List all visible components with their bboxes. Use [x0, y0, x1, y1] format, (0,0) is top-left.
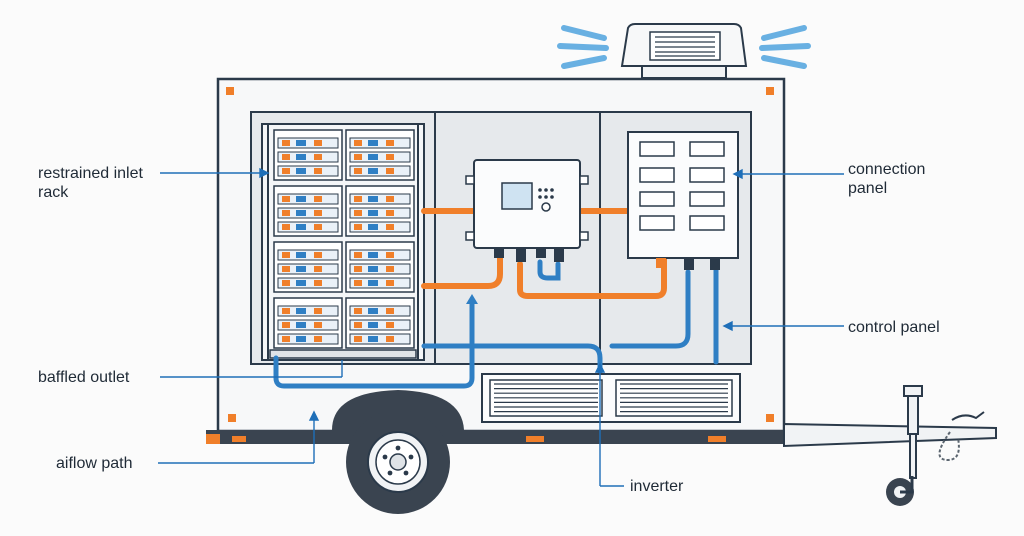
callout-lines — [158, 167, 844, 487]
power-cables — [421, 208, 667, 299]
battery-module — [345, 185, 415, 237]
label-baffled-outlet: baffled outlet — [38, 369, 130, 386]
socket — [639, 141, 675, 157]
label-control-panel: control panel — [848, 319, 940, 336]
battery-module — [345, 129, 415, 181]
battery-module — [345, 241, 415, 293]
inverter-unit — [465, 159, 589, 262]
battery-module-icon — [273, 129, 415, 349]
label-restrained-inlet-rack: restrained inlet rack — [38, 165, 143, 201]
socket — [689, 191, 725, 207]
trailer-jack-icon — [886, 385, 923, 506]
trailer-chassis — [206, 411, 997, 462]
connection-panel — [627, 131, 739, 270]
label-inverter: inverter — [630, 478, 684, 495]
label-connection-panel: connection panel — [848, 161, 926, 197]
battery-module — [273, 241, 343, 293]
airflow-duct — [273, 259, 719, 389]
socket — [689, 141, 725, 157]
battery-module — [345, 297, 415, 349]
socket — [689, 167, 725, 183]
side-vents — [481, 373, 741, 423]
battery-rack — [261, 123, 425, 361]
socket — [639, 191, 675, 207]
socket — [639, 167, 675, 183]
roof-vent-icon — [557, 23, 811, 79]
socket — [689, 215, 725, 231]
battery-module — [273, 129, 343, 181]
wheel-icon — [332, 390, 464, 514]
battery-module — [273, 185, 343, 237]
battery-module — [273, 297, 343, 349]
label-airflow-path: aiflow path — [56, 455, 133, 472]
hitch-coupler-icon — [951, 411, 985, 421]
socket — [639, 215, 675, 231]
